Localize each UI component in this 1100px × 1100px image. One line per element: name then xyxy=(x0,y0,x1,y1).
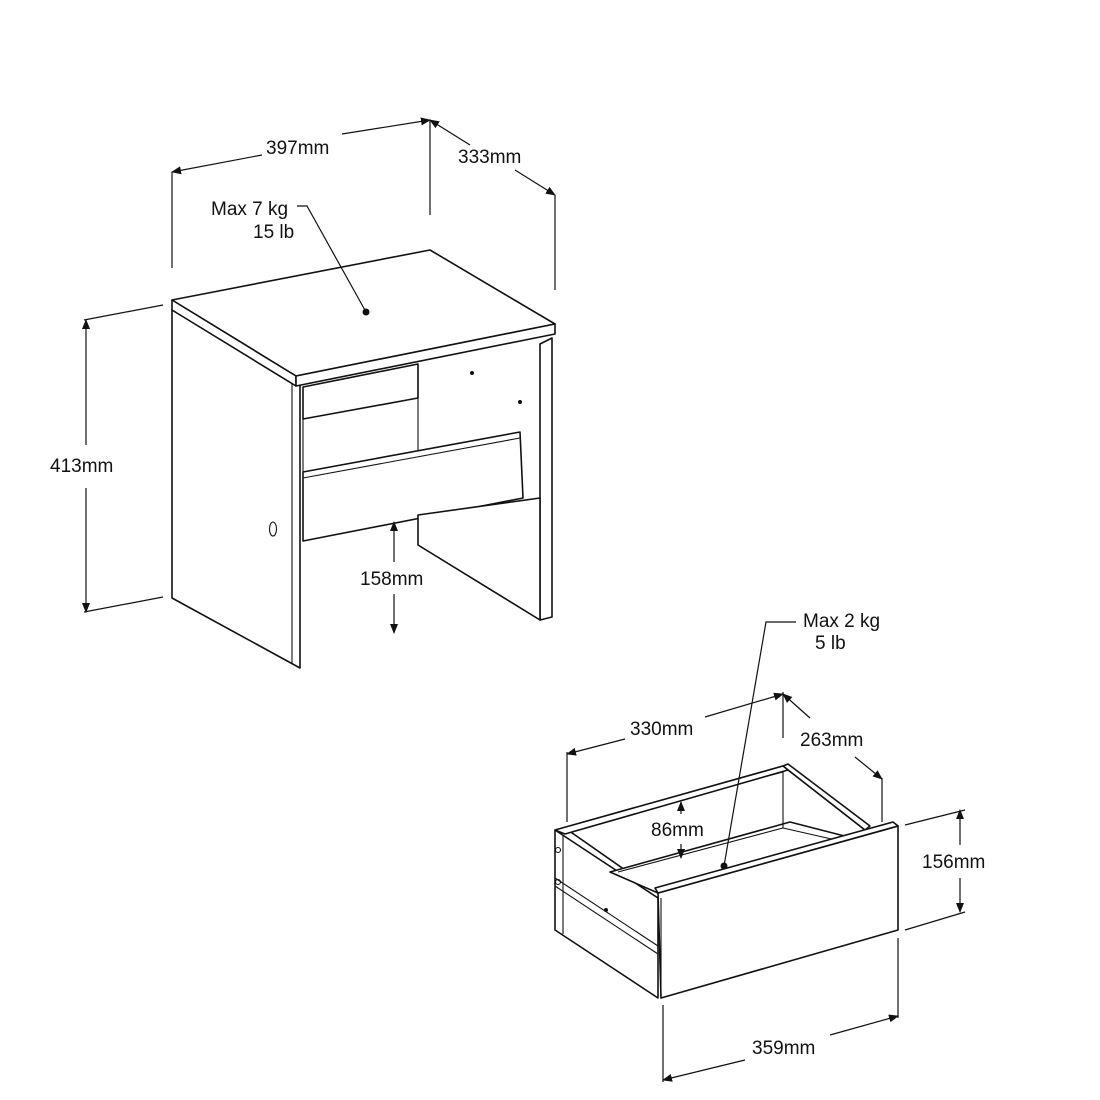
labels: 397mm 333mm 413mm 158mm Max 7 kg 15 lb 3… xyxy=(50,138,985,1059)
table-load-kg-label: Max 7 kg xyxy=(211,199,288,220)
drawer xyxy=(554,621,899,999)
screw-icon xyxy=(470,371,474,375)
drawer-front-top-edge xyxy=(654,821,899,894)
drawer-rear-rim xyxy=(554,765,789,835)
screw-icon xyxy=(604,908,608,912)
drawer-right-side xyxy=(782,763,871,831)
screw-icon xyxy=(554,878,562,886)
handle-hole-icon xyxy=(268,521,278,537)
load-leader xyxy=(297,205,367,313)
screw-icon xyxy=(518,400,522,404)
table-top-front-edge xyxy=(295,323,556,387)
table-depth-label: 333mm xyxy=(458,147,521,168)
table-load-lb-label: 15 lb xyxy=(253,222,294,243)
load-leader xyxy=(723,621,796,867)
drawer-dimensions xyxy=(566,692,966,1082)
screw-icon xyxy=(554,846,562,854)
table-dimensions xyxy=(82,117,556,634)
table-right-panel xyxy=(539,337,553,621)
drawer-load-kg-label: Max 2 kg xyxy=(803,611,880,632)
drawer-inner-depth-label: 263mm xyxy=(800,730,863,751)
drawer-inner-width-label: 330mm xyxy=(630,719,693,740)
table-right-leg xyxy=(417,497,541,621)
table-width-label: 397mm xyxy=(266,138,329,159)
drawer-front-width-label: 359mm xyxy=(752,1038,815,1059)
table-height-label: 413mm xyxy=(50,456,113,477)
drawer-load-lb-label: 5 lb xyxy=(815,633,846,654)
side-table xyxy=(171,205,556,669)
table-front-rail xyxy=(302,431,524,542)
drawer-inner-height-label: 86mm xyxy=(651,820,704,841)
drawer-front-height-label: 156mm xyxy=(922,852,985,873)
table-clearance-label: 158mm xyxy=(360,569,423,590)
